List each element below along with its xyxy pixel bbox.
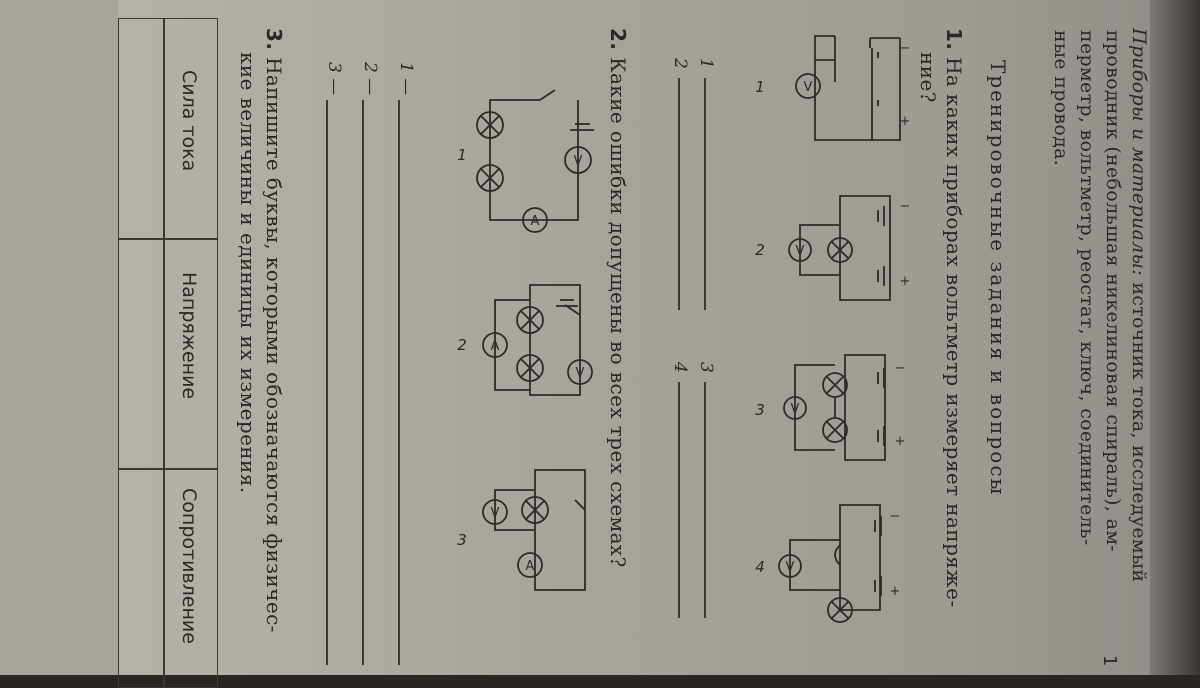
lamp-icon bbox=[516, 354, 544, 382]
q1-circuit-1 bbox=[795, 35, 901, 141]
ammeter-symbol: A bbox=[531, 214, 540, 229]
lamp-icon bbox=[521, 496, 549, 524]
voltmeter-icon bbox=[564, 146, 592, 174]
minus-sign: − bbox=[900, 199, 911, 214]
lamp-icon bbox=[827, 237, 853, 263]
q2-answer-line-1[interactable] bbox=[398, 100, 400, 665]
ammeter-icon bbox=[517, 552, 543, 578]
q2-circuit-3 bbox=[482, 469, 586, 591]
q2-figure-label-2: 2 bbox=[457, 336, 467, 354]
voltmeter-icon bbox=[788, 238, 812, 262]
q1-circuit-4 bbox=[778, 504, 882, 623]
q1-figure-label-3: 3 bbox=[755, 401, 765, 419]
q1-answer-line-3[interactable] bbox=[704, 382, 706, 618]
q1-answer-line-2[interactable] bbox=[678, 78, 680, 310]
voltmeter-symbol: V bbox=[574, 154, 583, 169]
q1-figure-label-1: 1 bbox=[755, 78, 765, 96]
q2-circuit-1 bbox=[476, 89, 594, 233]
voltmeter-icon bbox=[778, 554, 802, 578]
lamp-icon bbox=[476, 111, 504, 139]
voltmeter-symbol: V bbox=[791, 402, 800, 417]
q1-circuit-3 bbox=[783, 354, 886, 461]
voltmeter-symbol: V bbox=[491, 506, 500, 521]
units-table bbox=[118, 18, 218, 688]
q2-answer-line-3[interactable] bbox=[326, 100, 328, 665]
table-header-current bbox=[163, 18, 218, 240]
q1-figure-label-4: 4 bbox=[755, 558, 765, 576]
voltmeter-symbol: V bbox=[804, 80, 813, 95]
plus-sign: + bbox=[890, 584, 901, 599]
plus-sign: + bbox=[895, 434, 906, 449]
voltmeter-symbol: V bbox=[786, 560, 795, 575]
ammeter-symbol: A bbox=[491, 339, 500, 354]
lamp-icon bbox=[827, 597, 853, 623]
q2-figure-label-1: 1 bbox=[457, 146, 467, 164]
q2-figure-label-3: 3 bbox=[457, 531, 467, 549]
q1-figure-label-2: 2 bbox=[755, 241, 765, 259]
minus-sign: − bbox=[890, 509, 901, 524]
plus-sign: + bbox=[900, 114, 911, 129]
ammeter-symbol: A bbox=[526, 559, 535, 574]
voltmeter-icon bbox=[795, 73, 821, 99]
q1-answer-line-1[interactable] bbox=[704, 78, 706, 310]
q2-answer-line-2[interactable] bbox=[362, 100, 364, 665]
q1-answer-line-4[interactable] bbox=[678, 382, 680, 618]
voltmeter-symbol: V bbox=[796, 244, 805, 259]
lamp-icon bbox=[516, 306, 544, 334]
table-header-voltage bbox=[163, 238, 218, 470]
minus-sign: − bbox=[900, 41, 911, 56]
table-cell-voltage[interactable] bbox=[118, 238, 165, 470]
voltmeter-icon bbox=[783, 396, 807, 420]
voltmeter-icon bbox=[567, 359, 593, 385]
page-edge bbox=[0, 0, 118, 675]
voltmeter-symbol: V bbox=[576, 366, 585, 381]
table-cell-current[interactable] bbox=[118, 18, 165, 240]
q1-circuit-2 bbox=[788, 195, 891, 301]
lamp-icon bbox=[476, 164, 504, 192]
ammeter-icon bbox=[522, 207, 548, 233]
plus-sign: + bbox=[900, 274, 911, 289]
q2-circuit-2 bbox=[482, 284, 593, 396]
minus-sign: − bbox=[895, 361, 906, 376]
book-spine bbox=[1150, 0, 1200, 675]
